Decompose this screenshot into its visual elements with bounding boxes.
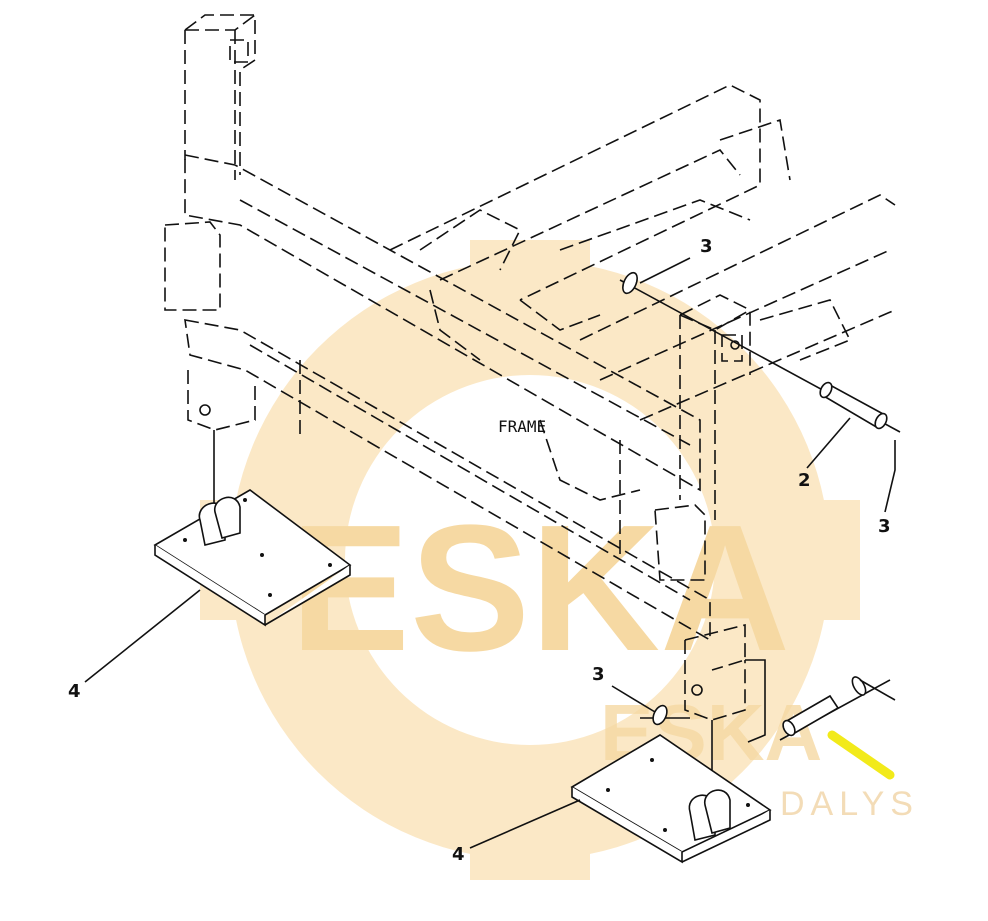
watermark-brand: ESKA (290, 488, 790, 689)
mounting-pad-bottom (570, 720, 772, 864)
frame-label: FRAME (498, 417, 546, 436)
retaining-clip-top (622, 271, 638, 295)
watermark-sub: DALYS (780, 785, 919, 823)
vehicle-frame-outline (389, 84, 896, 501)
right-upright-post (654, 294, 751, 721)
mounting-pad-left (153, 430, 352, 627)
highlight-mark (827, 730, 895, 780)
callout-clip-top: 3 (700, 236, 713, 257)
callout-pin: 2 (798, 470, 811, 491)
callout-clip-right: 3 (878, 516, 891, 537)
left-upright-post (164, 14, 256, 431)
crossmember (184, 154, 711, 642)
watermark: ESKA ESKA DALYS (200, 240, 919, 880)
callout-clip-bottom: 3 (592, 664, 605, 685)
pivot-pin (619, 279, 901, 433)
callout-pad-left: 4 (68, 681, 81, 702)
callout-pad-bottom: 4 (452, 844, 465, 865)
lower-pin (745, 659, 891, 743)
leader-lines (84, 257, 896, 849)
